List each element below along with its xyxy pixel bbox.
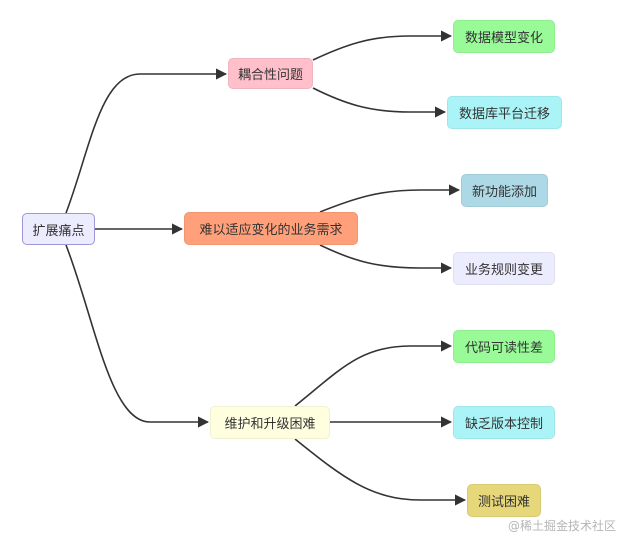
edge-root-to-coupling (65, 68, 228, 214)
leaf-node-db-migration: 数据库平台迁移 (447, 96, 562, 129)
leaf-node-new-feature: 新功能添加 (461, 174, 548, 207)
leaf-node-testing: 测试困难 (467, 484, 541, 517)
edge-coupling-to-datamodel (312, 30, 453, 61)
branch-node-maintenance: 维护和升级困难 (210, 406, 330, 439)
edge-root-to-maintenance (65, 244, 210, 428)
root-node-scaling-pain: 扩展痛点 (22, 213, 95, 245)
edge-maintenance-to-readability (294, 340, 453, 407)
edge-maintenance-to-testing (294, 438, 467, 506)
branch-node-business-change: 难以适应变化的业务需求 (184, 212, 358, 245)
edge-business-to-newfeature (319, 184, 461, 213)
branch-node-coupling: 耦合性问题 (228, 58, 313, 89)
leaf-node-data-model: 数据模型变化 (453, 20, 555, 53)
leaf-node-version-control: 缺乏版本控制 (453, 406, 555, 439)
leaf-node-business-rules: 业务规则变更 (453, 252, 555, 285)
edge-business-to-rules (319, 244, 453, 274)
watermark-text: @稀土掘金技术社区 (507, 519, 616, 533)
leaf-node-readability: 代码可读性差 (453, 330, 555, 363)
edge-coupling-to-dbmigration (312, 87, 447, 118)
